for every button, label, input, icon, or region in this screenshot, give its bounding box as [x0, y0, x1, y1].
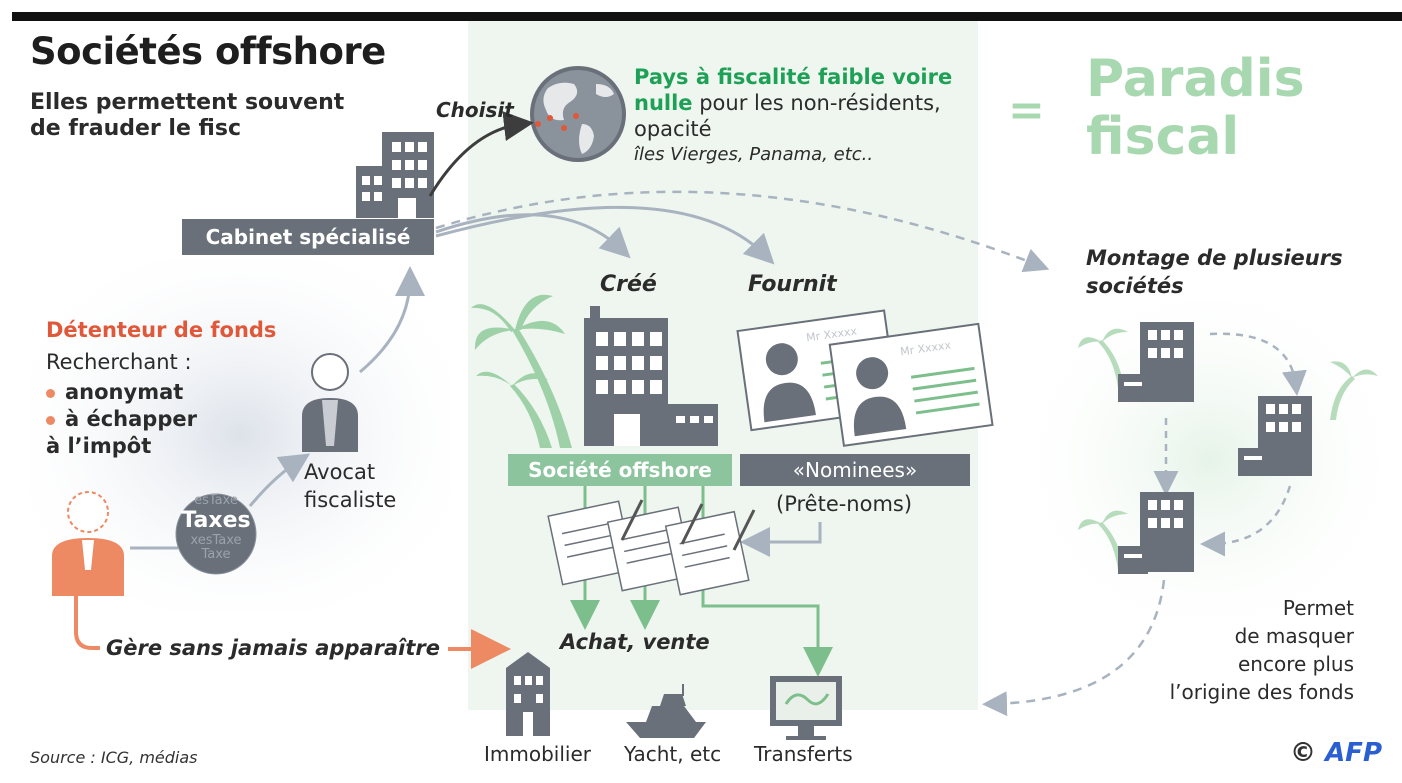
avocat-line-1: Avocat [304, 460, 376, 484]
pays-line-2: pour les non-résidents, [692, 91, 941, 115]
house-icon [506, 652, 550, 736]
documents-icon [547, 499, 756, 596]
paradis-fiscal: Paradis fiscal [1086, 50, 1305, 166]
montage-line-2: sociétés [1086, 274, 1184, 298]
fund-holder-person-icon [52, 491, 124, 596]
permet-line-3: encore plus [1237, 652, 1354, 676]
pays-line-1: Pays à fiscalité faible voire [634, 65, 953, 89]
taxes-icon [175, 493, 257, 575]
linked-companies-icons [1078, 322, 1378, 574]
societe-offshore-label: Société offshore [508, 454, 732, 486]
yacht-icon [626, 684, 706, 738]
bullet-dot [46, 388, 55, 398]
asset-yacht: Yacht, etc [624, 742, 722, 766]
offshore-building-icon [584, 306, 718, 446]
lawyer-person-icon [302, 353, 358, 452]
bullet-dot [46, 415, 55, 425]
taxes-text: esTaxe Taxes xesTaxe Taxe [176, 494, 256, 562]
choisit-label: Choisit [436, 98, 514, 122]
taxes-small-1: esTaxe [194, 493, 238, 508]
permet-line-2: de masquer [1234, 624, 1354, 648]
avocat-line-2: fiscaliste [304, 488, 397, 512]
taxes-small-3: Taxe [201, 547, 231, 562]
page-subtitle: Elles permettent souvent de frauder le f… [30, 90, 344, 142]
fournit-label: Fournit [748, 272, 837, 297]
afp-credit: © AFP [1290, 738, 1382, 768]
pays-line-2-green: nulle [634, 91, 693, 115]
montage-line-1: Montage de plusieurs [1086, 246, 1343, 270]
paradis-line-1: Paradis [1086, 49, 1305, 109]
bullet-echapper-line-2: à l’impôt [46, 434, 152, 458]
fund-holder-block: Détenteur de fonds Recherchant : anonyma… [46, 318, 276, 460]
computer-transfer-icon [770, 676, 842, 740]
page-title: Sociétés offshore [30, 30, 386, 73]
gere-label: Gère sans jamais apparaître [106, 636, 441, 660]
bullet-anonymat: anonymat [46, 380, 276, 404]
nominees-label: «Nominees» [740, 454, 970, 486]
recherchant-label: Recherchant : [46, 350, 192, 374]
copyright-symbol: © [1290, 738, 1316, 768]
asset-immobilier: Immobilier [484, 742, 591, 766]
pays-line-3: opacité [634, 117, 712, 141]
bullet-echapper: à échapper [46, 406, 276, 433]
cabinet-building-icon [356, 132, 434, 218]
top-rule [12, 12, 1402, 21]
cree-label: Créé [600, 272, 657, 297]
achat-label: Achat, vente [560, 630, 710, 654]
pays-examples: îles Vierges, Panama, etc.. [634, 144, 874, 165]
paradis-line-2: fiscal [1086, 107, 1240, 167]
tax-haven-description: Pays à fiscalité faible voire nulle pour… [634, 64, 952, 168]
taxes-small-2: xesTaxe [190, 533, 242, 548]
permet-line-1: Permet [1282, 596, 1354, 620]
globe-icon [530, 66, 626, 162]
subtitle-line-1: Elles permettent souvent [30, 90, 345, 115]
asset-transferts: Transferts [754, 742, 853, 766]
equals-sign: = [1008, 85, 1045, 136]
subtitle-line-2: de frauder le fisc [30, 116, 241, 141]
source-note: Source : ICG, médias [30, 748, 198, 767]
cabinet-label: Cabinet spécialisé [182, 219, 434, 255]
avocat-label: Avocat fiscaliste [304, 458, 396, 514]
montage-label: Montage de plusieurs sociétés [1086, 244, 1343, 300]
detenteur-title: Détenteur de fonds [46, 318, 277, 342]
palm-tree-icon [471, 294, 572, 448]
taxes-big: Taxes [181, 508, 251, 533]
prete-noms-label: (Prête-noms) [776, 492, 913, 516]
id-cards-icon [736, 309, 994, 447]
permet-label: Permet de masquer encore plus l’origine … [1148, 594, 1354, 706]
permet-line-4: l’origine des fonds [1169, 680, 1354, 704]
afp-logo: AFP [1325, 738, 1383, 768]
